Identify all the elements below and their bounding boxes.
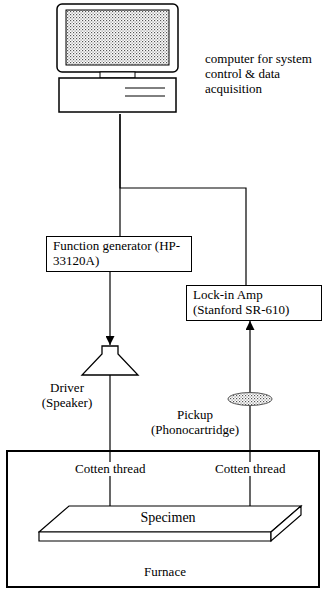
thread-line xyxy=(109,375,110,506)
specimen-front xyxy=(39,532,271,541)
node-label: Furnace xyxy=(8,565,322,580)
phono-pickup: Pickup (Phonocartridge) xyxy=(146,392,280,444)
computer-illustration: computer for system control & data acqui… xyxy=(55,2,333,114)
specimen-side xyxy=(271,506,301,541)
thread-label: Cotten thread xyxy=(214,462,286,476)
speaker-driver: Driver (Speaker) xyxy=(30,345,150,423)
drive-slot xyxy=(125,96,165,97)
specimen-plate: Specimen xyxy=(38,504,303,544)
instrument-box: Function generator (HP-33120A) xyxy=(46,236,192,272)
signal-wire xyxy=(249,321,250,392)
pickup-cartridge xyxy=(228,393,272,406)
thread-line xyxy=(249,406,250,506)
speaker-driver-outline xyxy=(30,345,150,423)
node-label: Lock-in Amp (Stanford SR-610) xyxy=(193,288,315,318)
monitor-screen xyxy=(66,10,169,65)
drive-slot xyxy=(125,88,165,89)
node-label: Specimen xyxy=(98,510,238,526)
node-label: Function generator (HP-33120A) xyxy=(53,239,185,269)
speaker-horn xyxy=(82,346,138,375)
node-label: Pickup (Phonocartridge) xyxy=(146,408,244,438)
specimen-top xyxy=(39,506,301,532)
node-label: computer for system control & data acqui… xyxy=(205,52,323,97)
instrument-box: Lock-in Amp (Stanford SR-610) xyxy=(186,285,322,321)
signal-wire xyxy=(109,272,110,345)
monitor-frame xyxy=(57,4,178,72)
node-label: Driver (Speaker) xyxy=(30,381,104,411)
thread-label: Cotten thread xyxy=(74,462,146,476)
computer-case xyxy=(59,78,176,112)
monitor-neck xyxy=(100,72,135,78)
